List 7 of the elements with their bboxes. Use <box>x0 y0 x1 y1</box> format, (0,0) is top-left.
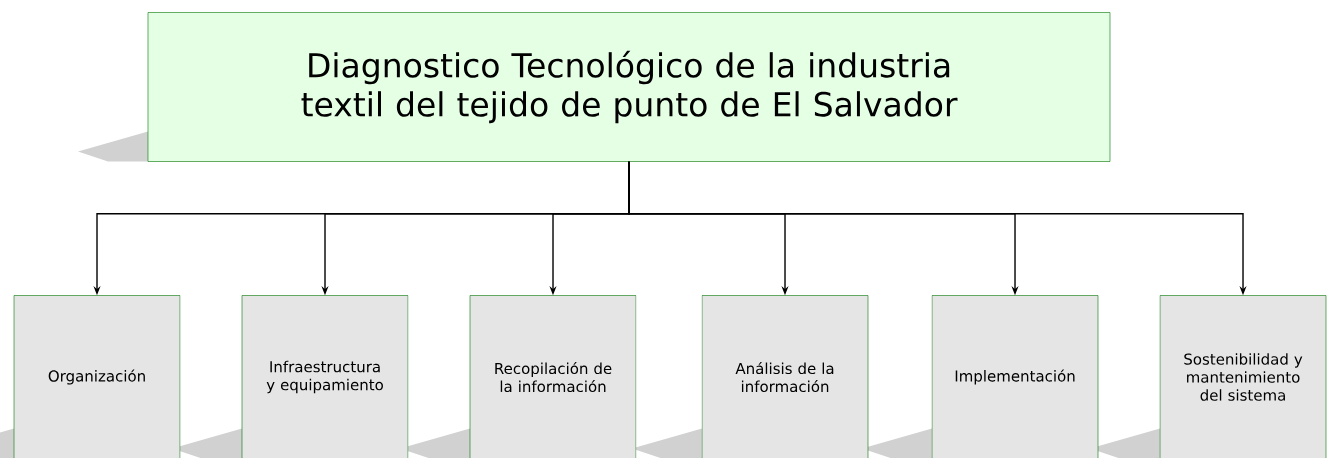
process-box: Análisis de la información <box>701 295 869 458</box>
title-box: Diagnostico Tecnológico de la industria textil del tejido de punto de El Salvador <box>147 12 1111 162</box>
process-box: Infraestructura y equipamiento <box>241 295 409 458</box>
process-box: Organización <box>13 295 181 458</box>
process-box: Sostenibilidad y mantenimiento del sistema <box>1159 295 1327 458</box>
process-box: Recopilación de la información <box>469 295 637 458</box>
process-box: Implementación <box>931 295 1099 458</box>
